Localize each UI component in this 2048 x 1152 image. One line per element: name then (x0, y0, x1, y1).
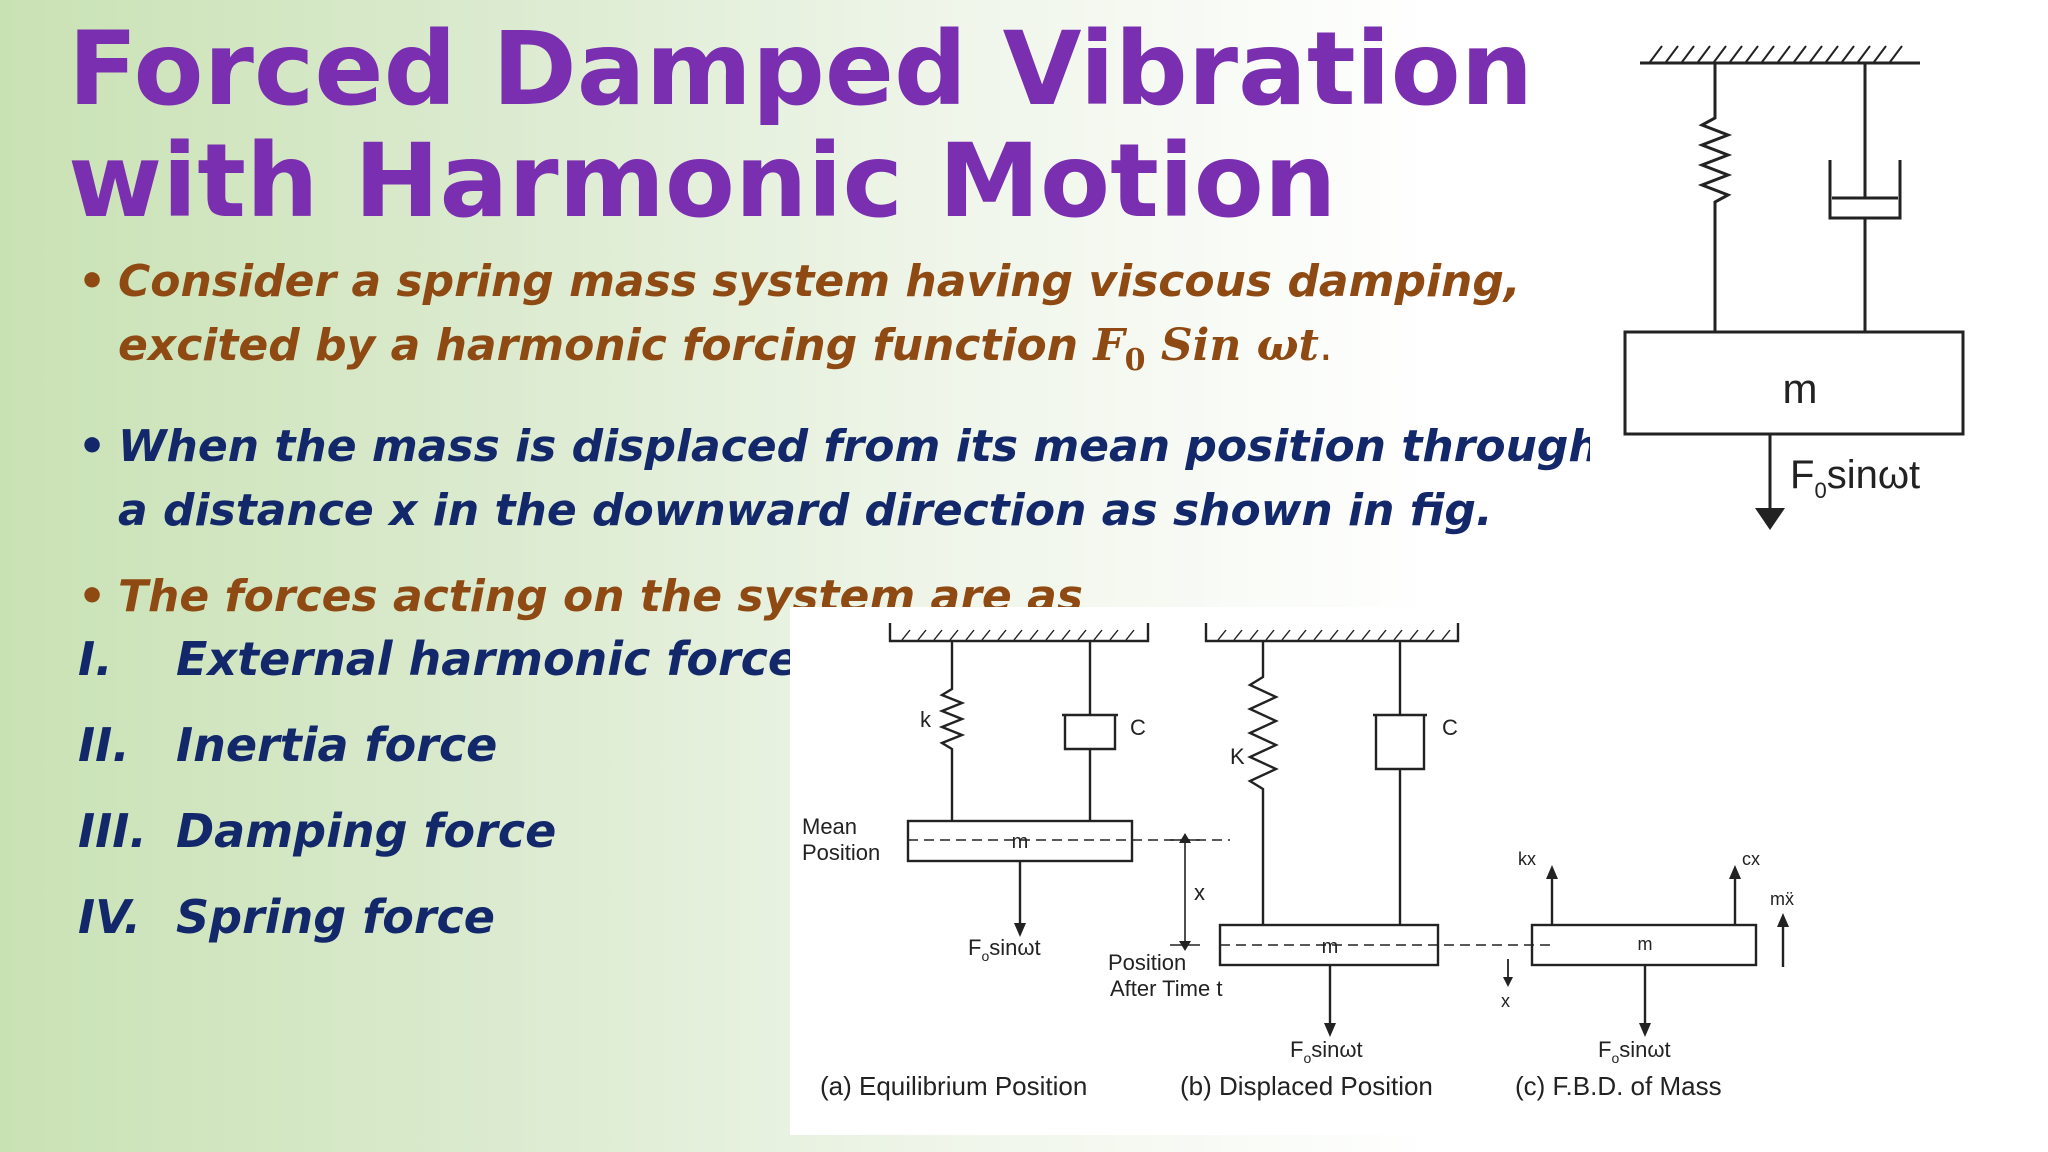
force-label: Spring force (176, 890, 495, 944)
position-label-1: Position (1108, 950, 1186, 975)
panel-a-mass-label: m (1012, 831, 1029, 853)
spring-icon (1697, 63, 1733, 332)
damper-icon (1828, 63, 1902, 332)
cx-label: cx (1742, 849, 1760, 869)
bullet-dot: • (78, 420, 107, 472)
mean-label-2: Position (802, 840, 880, 865)
panel-a-hatch (901, 629, 1135, 641)
force-item-external: I. External harmonic force (78, 632, 799, 718)
force-main: F (1290, 1037, 1303, 1062)
force-main: F (1598, 1037, 1611, 1062)
force-numeral: IV. (78, 890, 142, 944)
arrow-head (1639, 1023, 1651, 1037)
force-numeral: III. (78, 804, 147, 858)
vibration-states-svg: k C m Mean Position Fosinωt K C m x Posi… (802, 623, 1794, 1101)
arrow-head (1179, 941, 1191, 951)
panel-a-force-label: Fosinωt (968, 935, 1041, 964)
forcing-function-math: F0 Sin ωt (1093, 320, 1319, 378)
force-tail: sinωt (1619, 1037, 1670, 1062)
force-label: External harmonic force (176, 632, 800, 686)
ceiling-hatch (1649, 45, 1903, 63)
mass-label: m (1783, 365, 1818, 412)
force-subscript: 0 (1814, 478, 1826, 503)
displacement-label: x (1194, 880, 1205, 905)
bullet-1: • Consider a spring mass system having v… (78, 250, 1598, 393)
bullet-1-text: excited by a harmonic forcing function (118, 320, 1094, 371)
spring-mass-damper-figure: m F0sinωt (1590, 20, 2015, 545)
arrow-head (1179, 833, 1191, 843)
panel-a-damper-icon (1062, 641, 1118, 821)
panel-a-damper-label: C (1130, 715, 1146, 740)
panel-a-support (888, 623, 1150, 643)
force-tail: sinωt (989, 935, 1040, 960)
force-item-inertia: II. Inertia force (78, 718, 799, 804)
arrow-head (1777, 913, 1789, 927)
vibration-states-figure: k C m Mean Position Fosinωt K C m x Posi… (790, 607, 1995, 1135)
panel-c-x-label: x (1501, 991, 1510, 1011)
force-numeral: II. (78, 718, 130, 772)
arrow-head (1324, 1023, 1336, 1037)
arrow-head (1729, 865, 1741, 879)
bullet-1-line-2: excited by a harmonic forcing function F… (118, 314, 1598, 393)
spring-mass-damper-svg: m F0sinωt (1623, 45, 1965, 530)
panel-c-mass-label: m (1638, 934, 1653, 954)
bullet-dot: • (78, 256, 107, 307)
caption-c: (c) F.B.D. of Mass (1515, 1071, 1722, 1101)
bullet-1-tail: . (1318, 320, 1333, 371)
arrow-head (1014, 923, 1026, 937)
title-line-1: Forced Damped Vibration (68, 10, 1534, 129)
mean-label-1: Mean (802, 814, 857, 839)
math-main: F (1093, 320, 1125, 371)
force-tail: sinωt (1827, 453, 1920, 497)
panel-b-spring-icon (1247, 641, 1279, 925)
panel-b-support (1204, 623, 1460, 643)
force-item-spring: IV. Spring force (78, 890, 799, 976)
bullet-2-line-1: When the mass is displaced from its mean… (118, 420, 1600, 472)
math-tail: Sin ωt (1145, 320, 1319, 371)
slide-title: Forced Damped Vibration with Harmonic Mo… (68, 14, 1533, 238)
force-main: F (968, 935, 981, 960)
force-subscript: o (981, 948, 989, 964)
force-label: Damping force (176, 804, 557, 858)
force-label: F0sinωt (1790, 453, 1920, 503)
panel-b-damper-label: C (1442, 715, 1458, 740)
kx-label: kx (1518, 849, 1536, 869)
bullet-1-line-1: Consider a spring mass system having vis… (118, 256, 1521, 307)
bullet-dot: • (78, 570, 107, 622)
force-main: F (1790, 453, 1814, 497)
mass-block (1623, 330, 1965, 436)
math-subscript: 0 (1124, 342, 1146, 378)
force-subscript: o (1611, 1050, 1619, 1066)
arrow-head (1503, 977, 1513, 987)
arrow-head (1546, 865, 1558, 879)
bullet-list: • Consider a spring mass system having v… (78, 250, 1600, 651)
force-numeral: I. (78, 632, 113, 686)
panel-a-spring-label: k (920, 707, 932, 732)
position-label-2: After Time t (1110, 976, 1222, 1001)
bullet-2: • When the mass is displaced from its me… (78, 415, 1600, 543)
force-arrow-head (1755, 508, 1785, 530)
panel-b-hatch (1217, 629, 1451, 641)
force-label: Inertia force (176, 718, 498, 772)
bullet-2-line-2: a distance x in the downward direction a… (118, 484, 1493, 536)
inertia-label: mẍ (1770, 889, 1794, 909)
panel-b-spring-label: K (1230, 744, 1245, 769)
force-item-damping: III. Damping force (78, 804, 799, 890)
force-subscript: o (1303, 1050, 1311, 1066)
panel-b-force-label: Fosinωt (1290, 1037, 1363, 1066)
panel-b-damper-icon (1373, 641, 1427, 925)
caption-a: (a) Equilibrium Position (820, 1071, 1087, 1101)
panel-b-mass-label: m (1322, 936, 1339, 958)
forces-list: I. External harmonic force II. Inertia for… (78, 632, 799, 976)
title-line-2: with Harmonic Motion (68, 122, 1337, 241)
panel-a-spring-icon (938, 641, 966, 821)
caption-b: (b) Displaced Position (1180, 1071, 1433, 1101)
panel-c-force-label: Fosinωt (1598, 1037, 1671, 1066)
force-tail: sinωt (1311, 1037, 1362, 1062)
